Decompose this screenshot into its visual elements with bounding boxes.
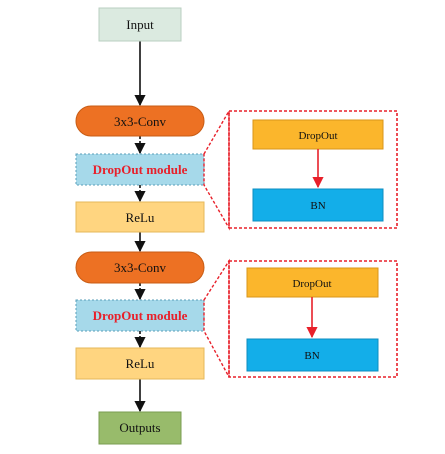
- relu2-node: ReLu: [75, 347, 205, 380]
- detail1-bn-node: BN: [252, 188, 384, 222]
- detail1-frame: [203, 108, 398, 231]
- outputs-label: Outputs: [119, 420, 160, 435]
- relu1-label: ReLu: [126, 210, 155, 225]
- detail1-dropout-label: DropOut: [298, 130, 337, 142]
- conv2-label: 3x3-Conv: [114, 260, 167, 275]
- input-node: Input: [98, 7, 182, 42]
- outputs-node: Outputs: [98, 411, 182, 445]
- dropout-module1-node: DropOut module: [75, 153, 205, 186]
- relu2-label: ReLu: [126, 356, 155, 371]
- relu1-node: ReLu: [75, 201, 205, 233]
- dropout-module1-label: DropOut module: [93, 162, 188, 177]
- dropout-module2-label: DropOut module: [93, 308, 188, 323]
- detail1-dropout-node: DropOut: [252, 119, 384, 150]
- detail2-bn-node: BN: [246, 338, 379, 372]
- detail2-dropout-label: DropOut: [292, 278, 331, 290]
- detail2-dropout-node: DropOut: [246, 267, 379, 298]
- detail1-bn-label: BN: [310, 200, 325, 212]
- detail2-frame: [203, 258, 398, 378]
- conv2-node: 3x3-Conv: [75, 251, 205, 284]
- input-label: Input: [126, 17, 154, 32]
- detail2-bn-label: BN: [304, 350, 319, 362]
- conv1-node: 3x3-Conv: [75, 105, 205, 137]
- dropout-module2-node: DropOut module: [75, 299, 205, 332]
- conv1-label: 3x3-Conv: [114, 114, 167, 129]
